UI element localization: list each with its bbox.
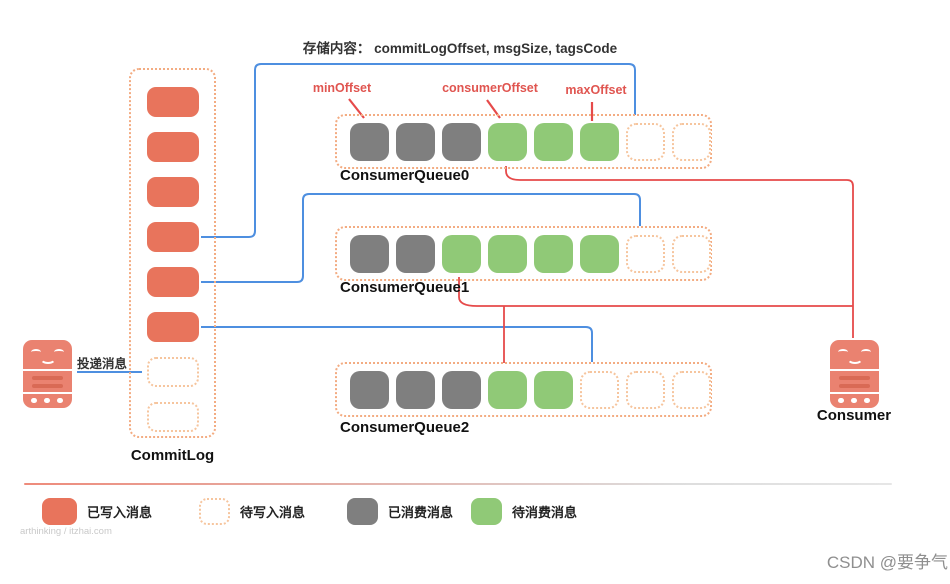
message-slot-written <box>146 87 199 117</box>
legend-item-pending-write: 待写入消息 <box>199 498 305 525</box>
storage-content-note: 存储内容： commitLogOffset, msgSize, tagsCode <box>302 41 618 56</box>
legend-item-written: 已写入消息 <box>42 498 152 525</box>
message-slot-unconsumed <box>580 234 619 273</box>
message-slot-empty <box>672 370 711 409</box>
legend-divider <box>24 483 892 485</box>
consumer-queue-0-label: ConsumerQueue0 <box>340 167 470 184</box>
credit-text: CSDN @要争气 <box>826 553 948 572</box>
message-slot-unconsumed <box>580 122 619 161</box>
consumed-message-swatch <box>347 498 378 525</box>
pending-write-message-swatch <box>199 498 230 525</box>
message-slot-empty <box>146 402 199 432</box>
message-slot-unconsumed <box>534 370 573 409</box>
message-slot-unconsumed <box>534 122 573 161</box>
message-slot-empty <box>672 122 711 161</box>
message-slot-consumed <box>396 370 435 409</box>
min-offset-label: minOffset <box>312 81 372 95</box>
producer-eye-left-icon <box>31 349 41 355</box>
legend-label: 已消费消息 <box>388 505 454 520</box>
message-slot-consumed <box>350 122 389 161</box>
message-slot-consumed <box>442 122 481 161</box>
message-slot-written <box>146 267 199 297</box>
producer-smile-icon <box>39 353 56 364</box>
arrow-consumer-to-queue1 <box>458 277 853 307</box>
deliver-message-label: 投递消息 <box>77 357 128 371</box>
max-offset-label: maxOffset <box>565 83 627 97</box>
consumer-label: Consumer <box>816 407 892 424</box>
message-slot-consumed <box>350 234 389 273</box>
legend-label: 待写入消息 <box>240 505 306 520</box>
legend-label: 待消费消息 <box>512 505 578 520</box>
consumer-eye-right-icon <box>861 349 871 355</box>
message-slot-written <box>146 177 199 207</box>
consumer-smile-icon <box>846 353 863 364</box>
legend-label: 已写入消息 <box>87 505 153 520</box>
message-slot-empty <box>626 370 665 409</box>
producer-icon <box>23 340 72 408</box>
message-slot-empty <box>580 370 619 409</box>
producer-eye-right-icon <box>54 349 64 355</box>
message-slot-consumed <box>396 234 435 273</box>
watermark: arthinking / itzhai.com <box>20 526 112 537</box>
message-slot-empty <box>672 234 711 273</box>
legend-item-pending-consume: 待消费消息 <box>471 498 577 525</box>
message-slot-written <box>146 132 199 162</box>
message-slot-consumed <box>396 122 435 161</box>
message-slot-unconsumed <box>488 122 527 161</box>
consumer-queue-2-label: ConsumerQueue2 <box>340 419 470 436</box>
consumer-queue-2 <box>335 362 712 417</box>
arrow-commitlog-to-queue1 <box>201 193 641 283</box>
arrow-consumer-to-queue0 <box>505 166 854 338</box>
message-slot-unconsumed <box>534 234 573 273</box>
message-slot-written <box>146 222 199 252</box>
consumer-icon <box>830 340 879 408</box>
consumer-eye-left-icon <box>838 349 848 355</box>
arrow-commitlog-to-queue0 <box>201 63 636 238</box>
message-slot-unconsumed <box>442 234 481 273</box>
message-slot-unconsumed <box>488 370 527 409</box>
message-slot-consumed <box>350 370 389 409</box>
message-slot-written <box>146 312 199 342</box>
message-slot-empty <box>626 122 665 161</box>
message-slot-empty <box>626 234 665 273</box>
message-slot-unconsumed <box>488 234 527 273</box>
consumer-queue-1-label: ConsumerQueue1 <box>340 279 470 296</box>
message-slot-empty <box>146 357 199 387</box>
written-message-swatch <box>42 498 77 525</box>
consumer-offset-label: consumerOffset <box>442 81 538 95</box>
consumer-queue-0 <box>335 114 712 169</box>
commitlog-container <box>129 68 216 438</box>
legend-item-consumed: 已消费消息 <box>347 498 453 525</box>
pending-consume-message-swatch <box>471 498 502 525</box>
commitlog-label: CommitLog <box>130 447 215 464</box>
arrow-commitlog-to-queue2 <box>201 326 593 362</box>
message-slot-consumed <box>442 370 481 409</box>
consumer-queue-1 <box>335 226 712 281</box>
